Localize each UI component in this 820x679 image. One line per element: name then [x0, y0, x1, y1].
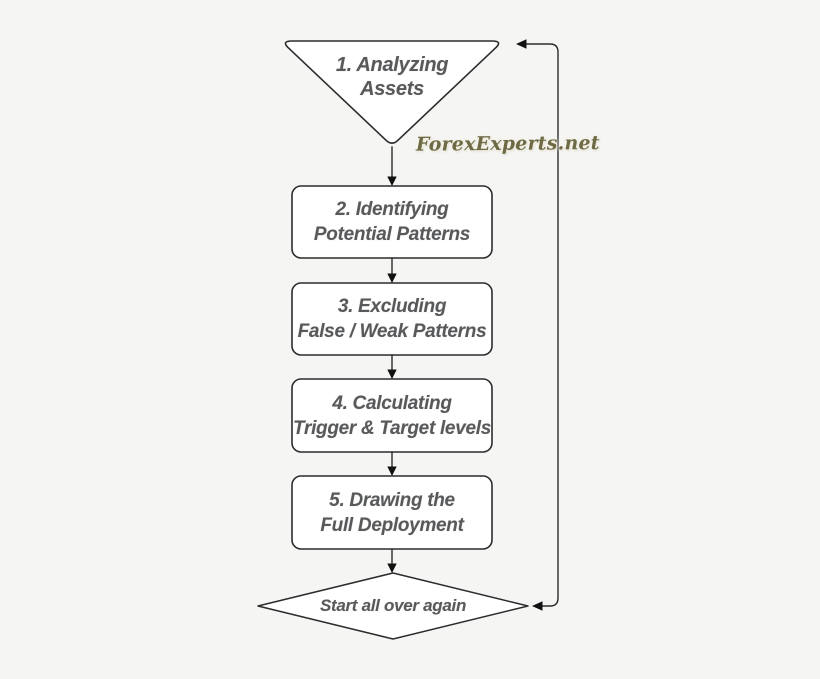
arrowhead-step5-loop	[387, 563, 397, 573]
arrowhead-step4-step5	[387, 466, 397, 476]
node-step5-shape	[291, 475, 493, 550]
node-step1-shape	[284, 40, 500, 144]
arrowhead-feedback-top	[516, 39, 527, 49]
arrowhead-step3-step4	[387, 369, 397, 379]
node-step2-shape	[291, 185, 493, 259]
node-step3-shape	[291, 282, 493, 356]
node-loop-shape	[257, 572, 529, 640]
arrowhead-feedback-bottom	[532, 601, 543, 611]
arrowhead-step1-step2	[387, 176, 397, 186]
connector-feedback-loop	[525, 43, 559, 607]
node-step4-shape	[291, 378, 493, 453]
arrowhead-step2-step3	[387, 273, 397, 283]
